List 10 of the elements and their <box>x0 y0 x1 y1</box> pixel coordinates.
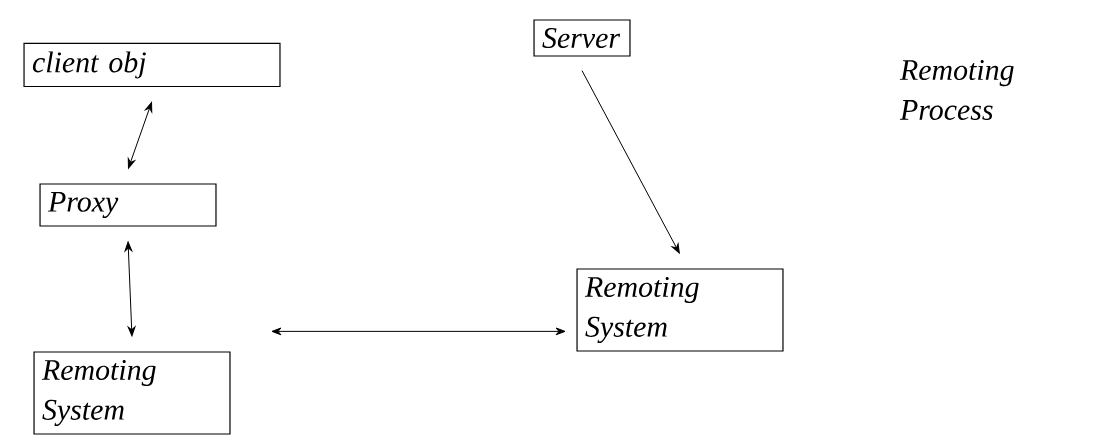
arrow <box>271 327 566 336</box>
process-box: Server <box>533 19 631 57</box>
arrow <box>124 241 136 337</box>
arrow <box>127 101 153 169</box>
title-note: Remoting Process <box>899 60 1014 120</box>
process-box: Proxy <box>39 183 217 227</box>
process-box: client obj <box>23 42 281 88</box>
arrow <box>581 70 680 254</box>
process-box: Remoting System <box>576 268 784 352</box>
process-box: Remoting System <box>33 351 231 435</box>
